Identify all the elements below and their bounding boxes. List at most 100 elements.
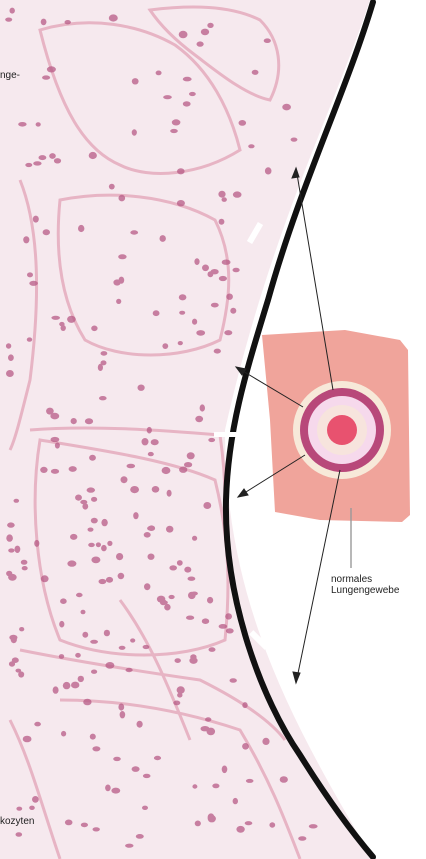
cell-nucleus xyxy=(298,836,306,841)
cell-nucleus xyxy=(118,703,124,710)
cell-nucleus xyxy=(22,566,28,570)
cell-nucleus xyxy=(201,29,209,36)
cell-nucleus xyxy=(29,806,35,810)
cell-nucleus xyxy=(195,416,203,422)
cell-nucleus xyxy=(80,500,87,504)
cell-nucleus xyxy=(23,736,32,743)
cell-nucleus xyxy=(91,518,98,524)
cell-nucleus xyxy=(39,155,47,160)
cell-nucleus xyxy=(101,519,107,526)
cell-nucleus xyxy=(46,408,54,415)
cell-nucleus xyxy=(21,560,28,565)
cell-nucleus xyxy=(89,455,96,461)
cell-nucleus xyxy=(51,316,60,320)
cell-nucleus xyxy=(252,70,259,75)
cell-nucleus xyxy=(99,396,107,400)
cell-nucleus xyxy=(49,153,56,159)
cell-nucleus xyxy=(40,467,47,473)
cell-nucleus xyxy=(162,467,171,474)
cell-nucleus xyxy=(65,20,71,24)
cell-nucleus xyxy=(212,784,219,789)
cell-nucleus xyxy=(91,557,100,564)
cell-nucleus xyxy=(144,583,150,590)
cell-nucleus xyxy=(130,638,135,642)
cell-nucleus xyxy=(16,807,22,811)
cell-nucleus xyxy=(75,653,81,658)
cell-nucleus xyxy=(83,699,91,706)
cell-nucleus xyxy=(183,77,192,82)
cell-nucleus xyxy=(245,821,253,825)
cell-nucleus xyxy=(197,41,204,46)
cell-nucleus xyxy=(27,337,32,341)
label-top-fragment: nge- xyxy=(0,70,20,81)
cell-nucleus xyxy=(113,757,121,761)
cell-nucleus xyxy=(25,163,32,167)
cell-nucleus xyxy=(246,779,254,783)
cell-nucleus xyxy=(166,526,173,533)
cell-nucleus xyxy=(78,225,84,232)
cell-nucleus xyxy=(126,668,133,672)
cell-nucleus xyxy=(130,486,139,493)
cell-nucleus xyxy=(63,682,71,689)
cell-nucleus xyxy=(242,702,247,708)
cell-nucleus xyxy=(53,686,59,693)
cell-nucleus xyxy=(167,490,172,497)
cell-nucleus xyxy=(107,541,112,546)
cell-nucleus xyxy=(233,268,240,273)
cell-nucleus xyxy=(192,784,197,788)
cell-nucleus xyxy=(9,661,15,666)
cell-nucleus xyxy=(36,122,41,126)
cell-nucleus xyxy=(69,466,77,472)
cell-nucleus xyxy=(41,575,49,582)
cell-nucleus xyxy=(222,260,231,265)
cell-nucleus xyxy=(59,654,64,659)
cell-nucleus xyxy=(116,553,123,560)
cell-nucleus xyxy=(105,662,114,669)
cell-nucleus xyxy=(211,303,219,308)
cell-nucleus xyxy=(208,438,215,442)
cell-nucleus xyxy=(233,191,242,197)
cell-nucleus xyxy=(143,774,151,778)
cell-nucleus xyxy=(78,676,84,682)
cell-nucleus xyxy=(226,294,233,300)
cell-nucleus xyxy=(291,138,298,142)
cell-nucleus xyxy=(218,191,225,198)
cell-nucleus xyxy=(224,330,232,335)
cell-nucleus xyxy=(236,826,244,833)
cell-nucleus xyxy=(91,326,97,332)
cell-nucleus xyxy=(163,95,172,99)
cell-nucleus xyxy=(173,701,180,706)
cell-nucleus xyxy=(61,731,66,737)
label-bottom-fragment: kozyten xyxy=(0,816,34,827)
cell-nucleus xyxy=(15,669,21,673)
cell-nucleus xyxy=(121,476,128,483)
label-normal-tissue: normales Lungengewebe xyxy=(331,574,399,596)
cell-nucleus xyxy=(70,534,77,540)
cell-nucleus xyxy=(194,258,199,265)
cell-nucleus xyxy=(33,216,39,223)
cell-nucleus xyxy=(127,464,136,469)
cell-nucleus xyxy=(189,92,196,96)
concentric-rings xyxy=(293,381,391,479)
cell-nucleus xyxy=(142,806,148,810)
cell-nucleus xyxy=(41,19,47,26)
cell-nucleus xyxy=(32,796,39,803)
cell-nucleus xyxy=(34,722,41,727)
cell-nucleus xyxy=(160,235,166,242)
cell-nucleus xyxy=(214,349,221,354)
cell-nucleus xyxy=(187,452,195,459)
cell-nucleus xyxy=(67,316,76,323)
cell-nucleus xyxy=(200,404,205,411)
cell-nucleus xyxy=(90,640,98,644)
cell-nucleus xyxy=(87,487,95,492)
cell-nucleus xyxy=(280,776,288,783)
cell-nucleus xyxy=(179,311,185,315)
cell-nucleus xyxy=(15,546,21,553)
cell-nucleus xyxy=(60,598,67,604)
cell-nucleus xyxy=(202,265,209,272)
cell-nucleus xyxy=(109,184,115,190)
cell-nucleus xyxy=(175,658,181,663)
cell-nucleus xyxy=(120,711,126,718)
cell-nucleus xyxy=(208,815,216,822)
cell-nucleus xyxy=(230,308,236,314)
